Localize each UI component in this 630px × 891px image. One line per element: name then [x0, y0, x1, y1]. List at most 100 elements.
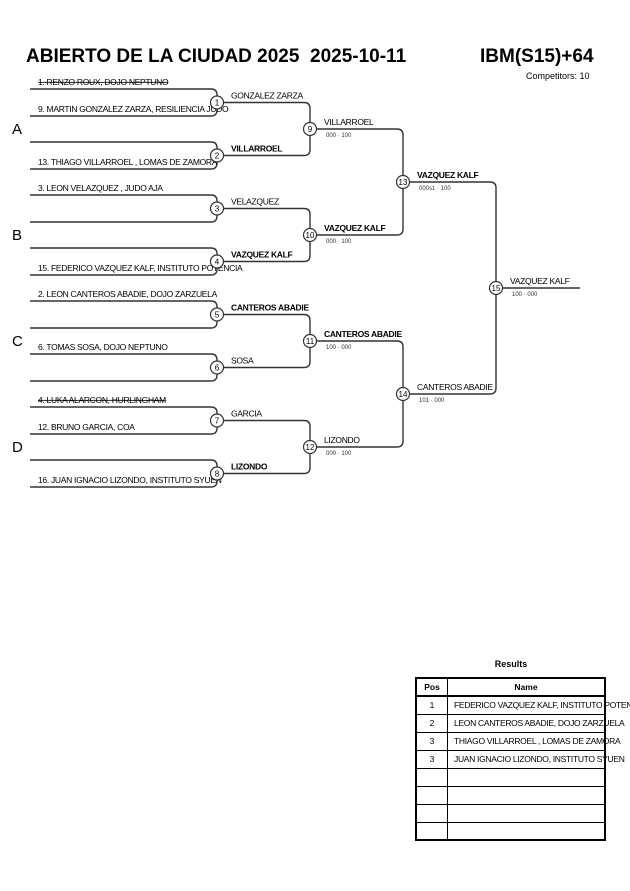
match-winner: VAZQUEZ KALF — [231, 250, 293, 260]
match-winner: CANTEROS ABADIE — [231, 303, 309, 313]
match-number: 3 — [215, 205, 220, 214]
match-score: 101 · 000 — [419, 398, 445, 404]
match-score: 100 · 000 — [326, 345, 352, 351]
competitor-entry: 9. MARTIN GONZALEZ ZARZA, RESILIENCIA JU… — [38, 104, 229, 114]
match-number: 1 — [215, 99, 220, 108]
match-number-circle — [302, 227, 318, 243]
match-number: 4 — [215, 258, 220, 267]
match-winner: VILLARROEL — [324, 117, 374, 127]
match-winner: VAZQUEZ KALF — [510, 276, 570, 286]
result-pos — [415, 821, 448, 841]
match-number-circle — [395, 386, 411, 402]
tournament-title: ABIERTO DE LA CIUDAD 2025 2025-10-11 — [26, 46, 407, 67]
match-number: 14 — [399, 390, 408, 399]
bracket-line — [403, 181, 497, 395]
match-number-circle — [209, 307, 225, 322]
competitor-entry: 12. BRUNO GARCIA, COA — [38, 422, 135, 432]
match-winner: LIZONDO — [231, 462, 268, 472]
match-number: 10 — [306, 231, 315, 240]
match-number-circle — [209, 201, 225, 216]
match-winner: SOSA — [231, 356, 254, 366]
results-row — [415, 785, 606, 805]
results-header-name: Name — [447, 677, 606, 697]
match-number-circle — [302, 439, 318, 455]
match-number: 5 — [215, 311, 220, 320]
match-winner: CANTEROS ABADIE — [324, 329, 402, 339]
match-score: 000 · 100 — [326, 133, 352, 139]
result-name — [447, 821, 606, 841]
match-winner: VILLARROEL — [231, 144, 282, 154]
match-score: 000 · 100 — [326, 239, 352, 245]
result-name: LEON CANTEROS ABADIE, DOJO ZARZUELA — [447, 713, 625, 733]
match-number-circle — [209, 254, 225, 269]
match-number: 6 — [215, 364, 220, 373]
result-name — [447, 767, 606, 787]
match-number-circle — [209, 148, 225, 163]
match-winner: VELAZQUEZ — [231, 197, 279, 207]
result-pos: 3 — [415, 749, 448, 769]
result-pos: 2 — [415, 713, 448, 733]
match-score: 000s1 · 100 — [419, 186, 451, 192]
match-winner: VAZQUEZ KALF — [324, 223, 386, 233]
result-name: FEDERICO VAZQUEZ KALF, INSTITUTO POTENCI… — [447, 695, 630, 715]
result-name — [447, 803, 606, 823]
match-number-circle — [209, 466, 225, 481]
result-pos — [415, 785, 448, 805]
pool-label: B — [12, 227, 22, 244]
result-pos — [415, 803, 448, 823]
results-row — [415, 767, 606, 787]
result-pos: 3 — [415, 731, 448, 751]
match-winner: VAZQUEZ KALF — [417, 170, 479, 180]
match-number-circle — [209, 413, 225, 428]
results-row — [415, 821, 606, 841]
match-number-circle — [302, 121, 318, 137]
match-number: 15 — [492, 284, 501, 293]
results-title: Results — [494, 659, 528, 669]
match-number: 12 — [306, 443, 315, 452]
match-winner: LIZONDO — [324, 435, 360, 445]
bracket-line — [310, 340, 404, 448]
bracket-line — [310, 128, 404, 236]
result-name: THIAGO VILLARROEL , LOMAS DE ZAMORA — [447, 731, 621, 751]
match-number-circle — [209, 360, 225, 375]
match-number-circle — [488, 280, 504, 296]
bracket-diagram: 1. RENZO ROUX, DOJO NEPTUNO 9. MARTIN GON… — [12, 77, 580, 488]
match-number-circle — [395, 174, 411, 190]
competitor-entry: 4. LUKA ALARCON, HURLINGHAM — [38, 395, 166, 405]
competitor-entry: 1. RENZO ROUX, DOJO NEPTUNO — [38, 77, 169, 87]
results-header-pos: Pos — [415, 677, 448, 697]
competitor-entry: 6. TOMAS SOSA, DOJO NEPTUNO — [38, 342, 168, 352]
match-score: 100 · 000 — [512, 292, 538, 298]
competitor-entry: 15. FEDERICO VAZQUEZ KALF, INSTITUTO POT… — [38, 263, 243, 273]
match-number: 9 — [308, 125, 313, 134]
bracket-line — [30, 353, 218, 382]
competitor-entry: 16. JUAN IGNACIO LIZONDO, INSTITUTO SYUE… — [38, 475, 222, 485]
competitor-entry: 2. LEON CANTEROS ABADIE, DOJO ZARZUELA — [38, 289, 218, 299]
match-number: 11 — [306, 337, 315, 346]
result-name: JUAN IGNACIO LIZONDO, INSTITUTO SYUEN — [447, 749, 625, 769]
results-row — [415, 803, 606, 823]
result-pos: 1 — [415, 695, 448, 715]
bracket-line — [30, 194, 218, 223]
match-score: 000 · 100 — [326, 451, 352, 457]
result-pos — [415, 767, 448, 787]
competitors-count: Competitors: 10 — [526, 71, 590, 81]
pool-label: A — [12, 121, 22, 138]
match-winner: CANTEROS ABADIE — [417, 382, 493, 392]
match-winner: GARCIA — [231, 409, 262, 419]
pool-label: C — [12, 333, 23, 350]
match-number: 8 — [215, 470, 220, 479]
match-number: 2 — [215, 152, 220, 161]
match-number: 7 — [215, 417, 220, 426]
bracket-line — [30, 300, 218, 329]
competitor-entry: 3. LEON VELAZQUEZ , JUDO AJA — [38, 183, 163, 193]
result-name — [447, 785, 606, 805]
match-winner: GONZALEZ ZARZA — [231, 91, 303, 101]
match-number-circle — [209, 95, 225, 110]
competitor-entry: 13. THIAGO VILLARROEL , LOMAS DE ZAMORA — [38, 157, 218, 167]
match-number: 13 — [399, 178, 408, 187]
